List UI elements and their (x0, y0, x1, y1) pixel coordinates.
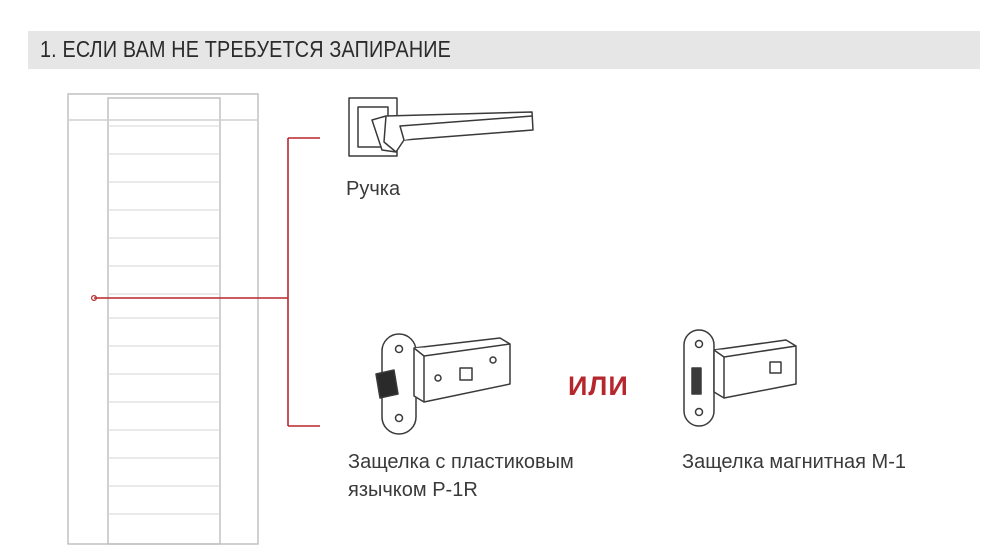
door-handle-icon (348, 97, 534, 157)
door-icon (67, 93, 259, 545)
plastic-latch-label-line1: Защелка с пластиковым (348, 451, 574, 473)
or-connector-text: ИЛИ (568, 371, 629, 401)
plastic-latch-label-line2: язычком P-1R (348, 479, 478, 501)
magnetic-latch-label: Защелка магнитная M-1 (682, 451, 906, 473)
page-title: 1. ЕСЛИ ВАМ НЕ ТРЕБУЕТСЯ ЗАПИРАНИЕ (40, 36, 452, 62)
heading-bar (28, 31, 980, 69)
magnetic-latch-icon (683, 329, 797, 427)
connector-bracket (94, 137, 320, 427)
handle-label: Ручка (346, 178, 401, 200)
plastic-latch-icon (375, 333, 511, 435)
handle-point-marker (90, 295, 97, 302)
